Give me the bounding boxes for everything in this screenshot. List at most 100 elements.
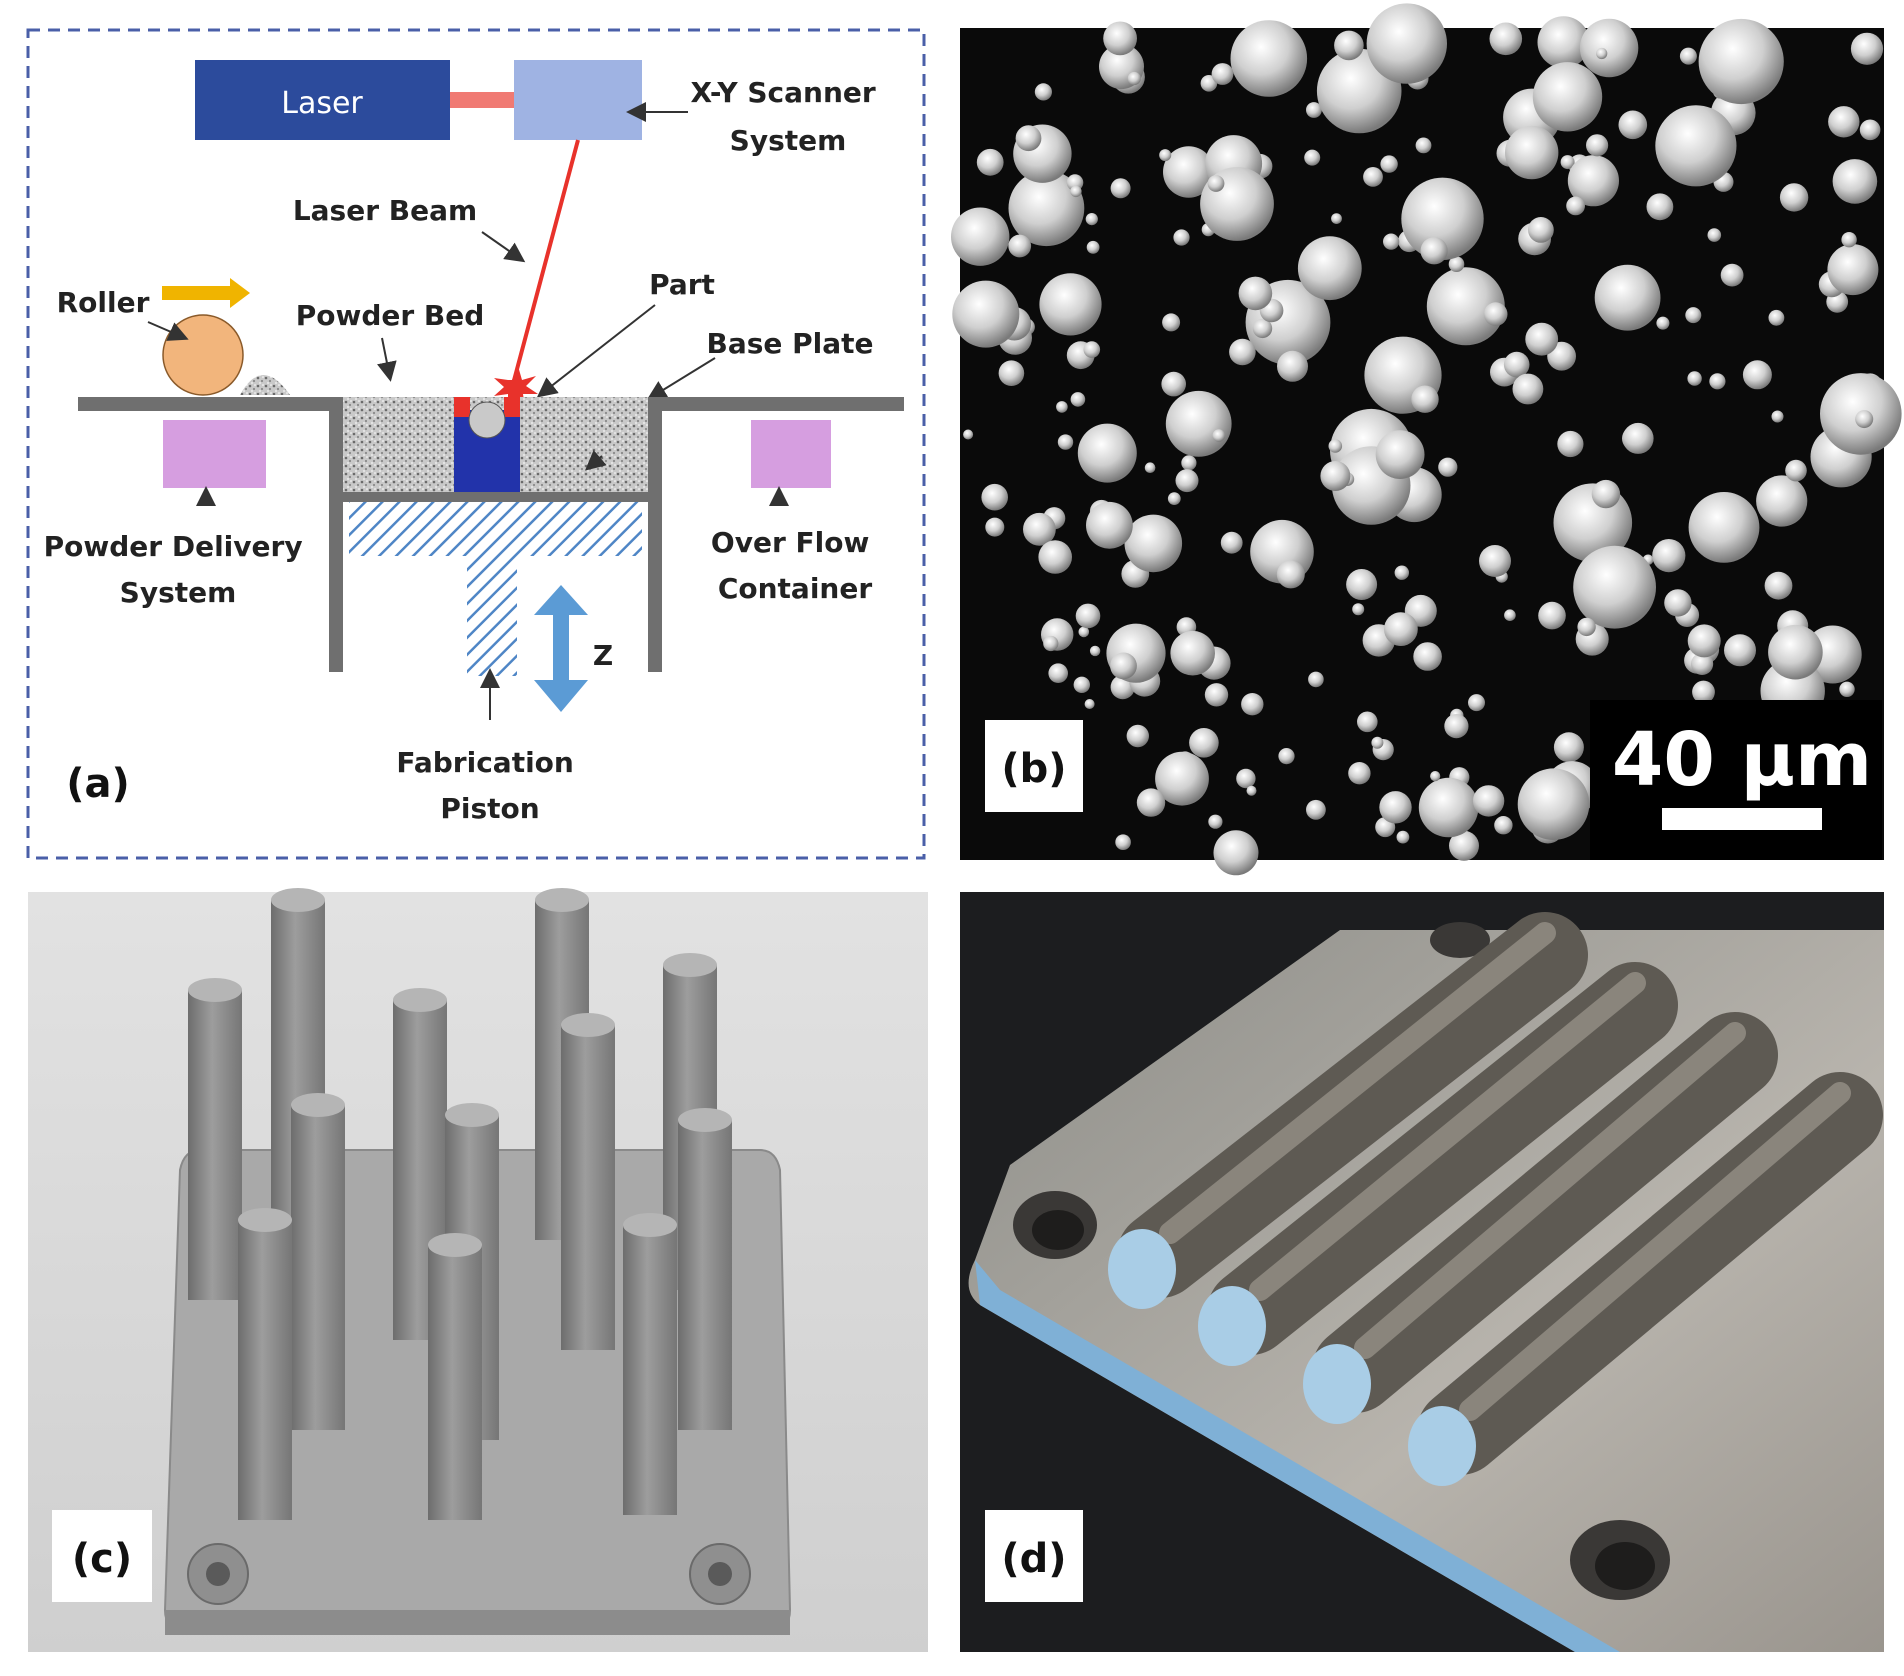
powder-particle (1038, 540, 1072, 574)
powder-particle (1236, 768, 1256, 789)
piston-label: Fabrication Piston (396, 746, 583, 825)
printed-rod-top (428, 1233, 482, 1257)
powder-particle (1646, 193, 1674, 221)
laser-beam-label: Laser Beam (293, 194, 477, 227)
powder-particle (1304, 149, 1321, 166)
powder-particle (998, 360, 1025, 387)
powder-particle (1115, 834, 1131, 850)
powder-particle (1246, 785, 1257, 796)
panel-b-label: (b) (1001, 746, 1066, 792)
printed-rod-highlight (1459, 1082, 1851, 1421)
powder-particle (952, 280, 1020, 348)
overflow-line1: Over Flow (711, 526, 869, 559)
roller-label: Roller (57, 286, 150, 319)
powder-particle (1768, 624, 1823, 680)
printed-rod-top (393, 988, 447, 1012)
powder-particle (1008, 170, 1085, 247)
powder-particle (1771, 410, 1784, 423)
printed-rod (188, 990, 242, 1300)
panel-a-label: (a) (66, 761, 130, 807)
printed-rod (623, 1225, 677, 1515)
powder-particle (1479, 545, 1511, 577)
printed-rod-end (1198, 1286, 1266, 1366)
powder-particle (1348, 762, 1371, 785)
panel-b: 40 µm (b) (951, 3, 1902, 876)
powder-particle (1413, 642, 1442, 671)
bolt-hole-d-2 (1570, 1520, 1670, 1600)
powder-particle (1415, 137, 1432, 154)
part-label: Part (649, 268, 715, 301)
powder-particle (1034, 83, 1052, 101)
powder-particle (1618, 110, 1648, 140)
powder-particle (1238, 276, 1273, 311)
powder-particle (1841, 232, 1857, 248)
printed-rod (291, 1105, 345, 1430)
powder-bed-label: Powder Bed (296, 299, 485, 332)
left-platform (78, 397, 343, 411)
powder-particle (1207, 175, 1225, 192)
panel-c-label: (c) (72, 1536, 132, 1582)
powder-particle (1078, 626, 1090, 638)
powder-particle (1346, 569, 1378, 600)
powder-particle (1213, 830, 1259, 876)
powder-particle (1357, 711, 1378, 733)
base-plate-pointer (646, 357, 716, 401)
powder-particle (1189, 728, 1219, 758)
powder-particle (1144, 462, 1156, 474)
powder-particle (1089, 645, 1101, 657)
panel-d-label: (d) (1001, 1536, 1066, 1582)
printed-rod (678, 1120, 732, 1430)
panel-a: Laser X-Y Scanner System Laser Beam Roll… (26, 28, 926, 860)
powder-particle (1859, 119, 1881, 141)
powder-particle (1334, 30, 1364, 61)
panel-c: (c) (28, 888, 928, 1652)
printed-rod-top (445, 1103, 499, 1127)
powder-particle (1211, 63, 1234, 85)
powder-particle (1687, 371, 1702, 386)
powder-particle (963, 429, 974, 440)
powder-delivery-line2: System (120, 576, 237, 609)
powder-particle (1566, 196, 1585, 216)
piston-line2: Piston (440, 792, 539, 825)
overflow-line2: Container (718, 572, 873, 605)
powder-particle (1181, 455, 1197, 471)
laser-label: Laser (281, 86, 363, 121)
powder-particle (1724, 634, 1756, 667)
powder-particle (1720, 263, 1744, 287)
powder-particle (1528, 217, 1554, 243)
printed-rod-top (678, 1108, 732, 1132)
powder-particle (1170, 630, 1215, 676)
scale-bar-text: 40 µm (1612, 717, 1872, 803)
right-platform (648, 397, 904, 411)
powder-particle (1384, 612, 1418, 646)
build-platform (349, 502, 642, 556)
powder-particle (1070, 185, 1082, 198)
laser-beam (510, 139, 580, 389)
powder-particle (1394, 565, 1410, 580)
panel-b-label-box (985, 720, 1083, 812)
scanner-label-line2: System (730, 124, 847, 157)
powder-particle (1103, 21, 1137, 56)
powder-particle (1855, 410, 1874, 429)
printed-rod (1207, 962, 1678, 1355)
bolt-hole-d-1 (1013, 1191, 1097, 1259)
powder-particle (1278, 748, 1295, 765)
powder-particle (1077, 423, 1137, 483)
powder-particle (1023, 512, 1056, 546)
powder-particle (1331, 213, 1342, 225)
bolt-hole-right (689, 1543, 751, 1605)
powder-particle (1136, 788, 1166, 817)
laser-connector (450, 92, 514, 108)
powder-particle (1850, 32, 1884, 65)
powder-particle (1165, 390, 1232, 457)
powder-particle (1073, 676, 1091, 693)
laser-box (195, 60, 450, 140)
powder-particle (1396, 830, 1410, 844)
left-wall (329, 397, 343, 672)
powder-particle (1448, 256, 1465, 273)
powder-particle (1691, 652, 1714, 676)
overflow-label: Over Flow Container (711, 526, 879, 605)
powder-particle (1537, 16, 1590, 69)
powder-particle (1538, 601, 1566, 630)
z-axis-label: Z (593, 639, 613, 672)
